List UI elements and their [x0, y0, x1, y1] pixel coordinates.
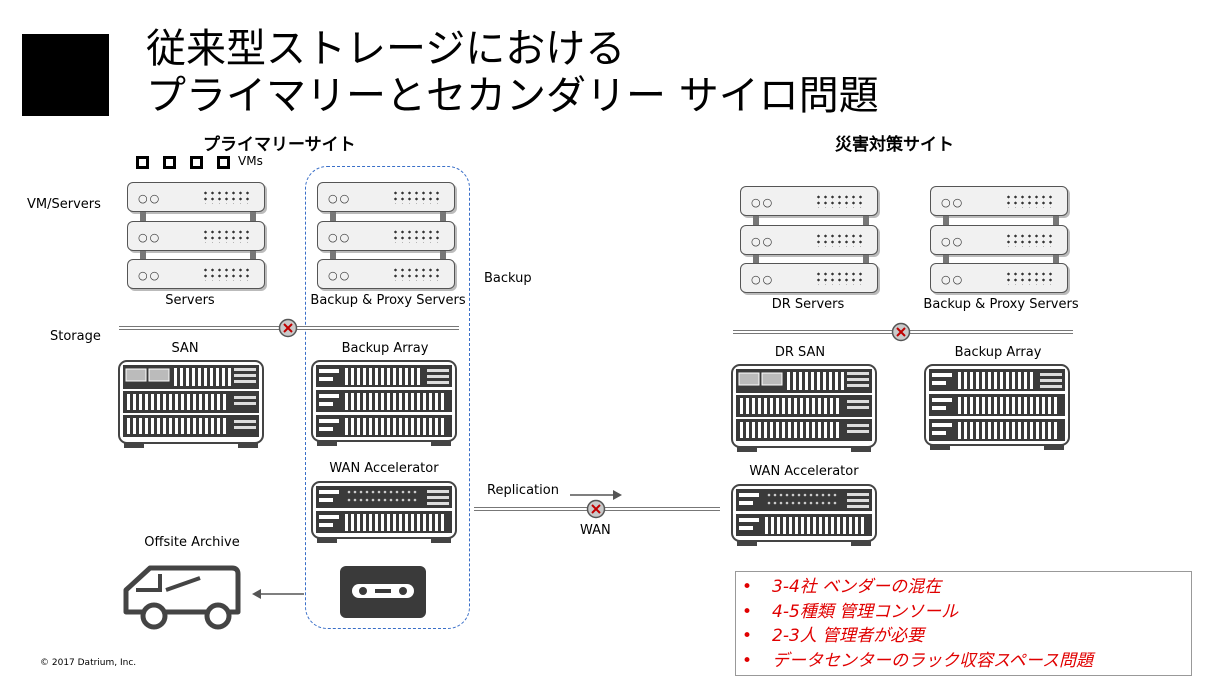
server-unit-icon: ○○ — [127, 182, 265, 212]
server-unit-icon: ○○ — [740, 186, 878, 216]
title-black-square — [22, 34, 109, 116]
rack-connector — [250, 251, 256, 260]
blocked-x-icon — [278, 318, 298, 342]
rack-connector — [863, 255, 869, 264]
issue-item: • 2-3人 管理者が必要 — [742, 624, 1191, 649]
rack-connector — [330, 212, 336, 221]
issue-item: • 3-4社 ベンダーの混在 — [742, 575, 1191, 600]
server-unit-icon: ○○ — [317, 259, 455, 289]
rack-connector — [1053, 216, 1059, 225]
rack-connector — [250, 212, 256, 221]
blocked-x-icon — [586, 499, 606, 523]
server-unit-icon: ○○ — [127, 259, 265, 289]
server-unit-icon: ○○ — [930, 186, 1068, 216]
wan-accelerator-icon — [311, 481, 459, 547]
rack-connector — [943, 255, 949, 264]
dr-wan-accelerator-icon — [731, 484, 879, 550]
issue-text: データセンターのラック収容スペース問題 — [772, 650, 1093, 671]
bullet: • — [742, 577, 753, 597]
replication-label: Replication — [487, 483, 559, 498]
server-unit-icon: ○○ — [740, 225, 878, 255]
server-unit-icon: ○○ — [930, 263, 1068, 293]
blocked-x-icon — [891, 322, 911, 346]
vm-servers-label: VM/Servers — [27, 197, 101, 212]
rack-connector — [140, 212, 146, 221]
wan-label: WAN — [580, 523, 611, 538]
issue-item: • 4-5種類 管理コンソール — [742, 600, 1191, 625]
rack-connector — [753, 216, 759, 225]
wan-accelerator-label: WAN Accelerator — [329, 461, 439, 476]
truck-icon — [120, 560, 244, 638]
vm-icon — [217, 156, 230, 169]
rack-connector — [330, 251, 336, 260]
vm-icon — [163, 156, 176, 169]
rack-connector — [753, 255, 759, 264]
rack-connector — [140, 251, 146, 260]
issue-text: 3-4社 ベンダーの混在 — [772, 577, 942, 597]
rack-connector — [440, 251, 446, 260]
dr-site-heading: 災害対策サイト — [835, 135, 954, 155]
backup-array-label: Backup Array — [341, 341, 429, 356]
tape-cartridge-icon — [340, 566, 426, 622]
server-unit-icon: ○○ — [127, 221, 265, 251]
issue-item: • データセンターのラック収容スペース問題 — [742, 649, 1191, 674]
title-line-2: プライマリーとセカンダリー サイロ問題 — [146, 73, 879, 119]
san-storage-icon — [118, 360, 266, 454]
backup-group-outline — [305, 166, 470, 629]
bullet: • — [742, 601, 753, 622]
issue-text: 2-3人 管理者が必要 — [772, 626, 925, 646]
rack-connector — [943, 216, 949, 225]
storage-label: Storage — [50, 329, 101, 344]
server-unit-icon: ○○ — [317, 182, 455, 212]
rack-connector — [863, 216, 869, 225]
dr-wan-accelerator-label: WAN Accelerator — [749, 464, 859, 479]
server-unit-icon: ○○ — [930, 225, 1068, 255]
server-unit-icon: ○○ — [317, 221, 455, 251]
issues-box: • 3-4社 ベンダーの混在 • 4-5種類 管理コンソール • 2-3人 管理者が必… — [735, 571, 1192, 676]
bullet: • — [742, 626, 753, 646]
backup-array-icon — [311, 360, 459, 452]
san-label: SAN — [171, 341, 199, 356]
page-title: 従来型ストレージにおける プライマリーとセカンダリー サイロ問題 — [146, 26, 879, 120]
backup-label: Backup — [484, 271, 532, 286]
replication-arrow — [570, 486, 622, 505]
vms-label: VMs — [238, 154, 263, 168]
dr-backup-proxy-servers-label: Backup & Proxy Servers — [923, 297, 1079, 312]
dr-servers-label: DR Servers — [771, 297, 845, 312]
server-unit-icon: ○○ — [740, 263, 878, 293]
issue-text: 4-5種類 管理コンソール — [772, 601, 959, 622]
copyright-footer: © 2017 Datrium, Inc. — [40, 658, 137, 668]
servers-label: Servers — [165, 293, 215, 308]
title-line-1: 従来型ストレージにおける — [146, 26, 626, 72]
rack-connector — [1053, 255, 1059, 264]
dr-san-storage-icon — [731, 364, 879, 458]
rack-connector — [440, 212, 446, 221]
dr-backup-array-label: Backup Array — [954, 345, 1042, 360]
vm-icon — [136, 156, 149, 169]
backup-proxy-servers-label: Backup & Proxy Servers — [310, 293, 466, 308]
primary-site-heading: プライマリーサイト — [203, 135, 356, 155]
dr-san-label: DR SAN — [774, 345, 826, 360]
offsite-archive-label: Offsite Archive — [144, 535, 240, 550]
bullet: • — [742, 650, 753, 671]
dr-backup-array-icon — [924, 364, 1072, 456]
vm-icon — [190, 156, 203, 169]
archive-arrow — [252, 585, 304, 604]
